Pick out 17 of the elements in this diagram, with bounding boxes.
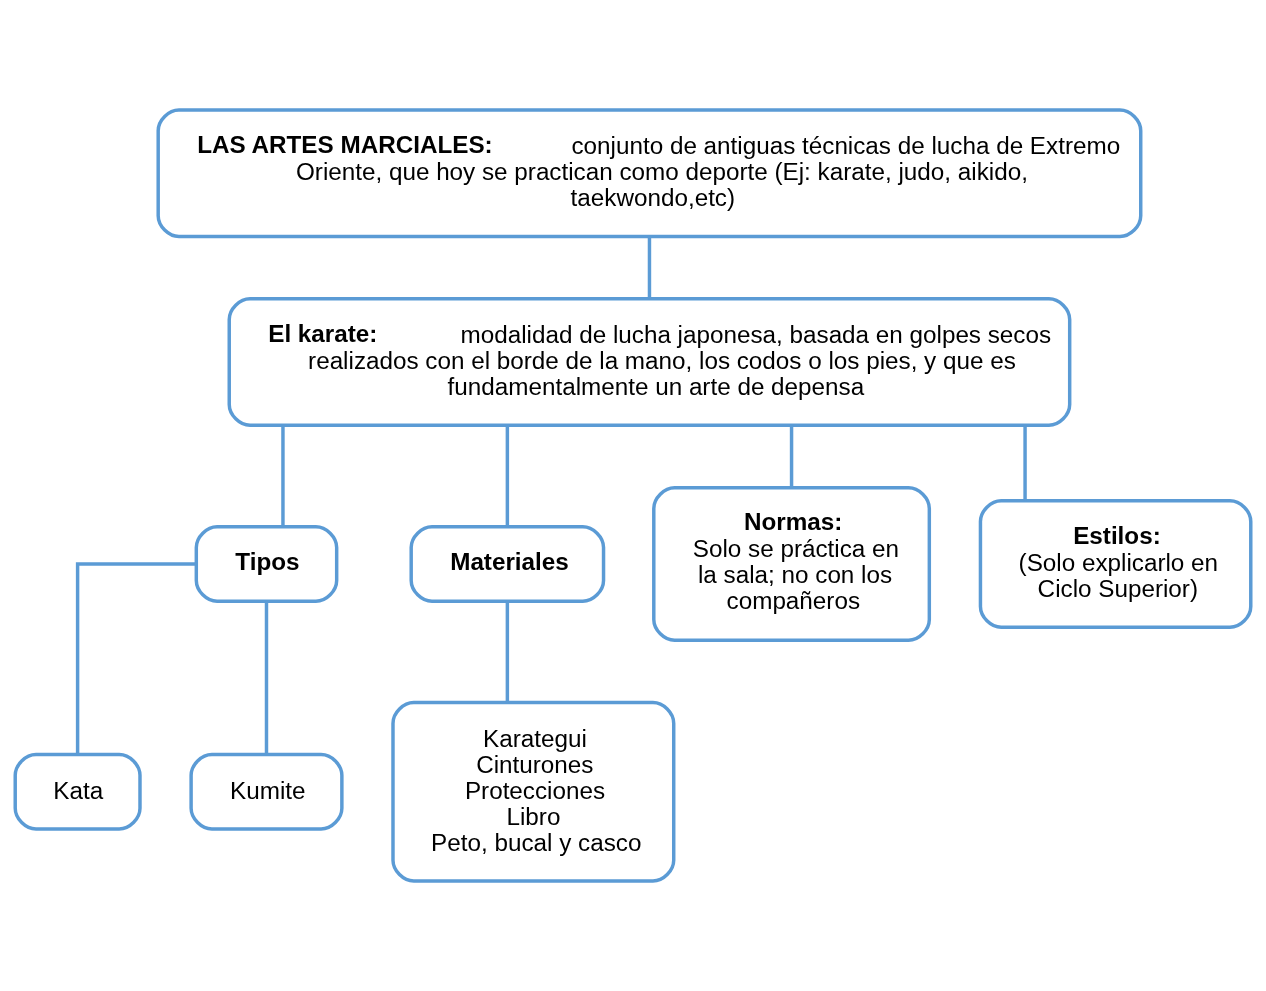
connector (505, 425, 510, 527)
connector (264, 601, 269, 755)
connector (505, 601, 510, 703)
node-box: Tipos (194, 524, 339, 603)
node-box: El karate: modalidad de lucha japonesa, basada en golpes secos realizados con el borde de la mano, los codos o los pies, y que es fundamentalmente un arte de depensa (227, 297, 1072, 428)
node-box: Kata (13, 752, 142, 831)
node-box: Normas: Solo se práctica en la sala; no con los compañeros (652, 485, 932, 642)
node-box: Estilos: (Solo explicarlo en Ciclo Superior) (978, 498, 1253, 629)
connector (647, 236, 652, 299)
connector (1023, 425, 1027, 501)
node-box: LAS ARTES MARCIALES: conjunto de antiguas técnicas de lucha de Extremo Oriente, que hoy se practican como deporte (Ej: karate, judo, aikido, taekwondo,etc) (156, 108, 1143, 239)
node-box: Karategui Cinturones Protecciones Libro Peto, bucal y casco (391, 700, 676, 883)
connector (75, 562, 197, 755)
node-box: Materiales (409, 524, 606, 603)
connector (281, 425, 285, 527)
node-box: Kumite (189, 752, 344, 831)
connector (789, 425, 794, 488)
